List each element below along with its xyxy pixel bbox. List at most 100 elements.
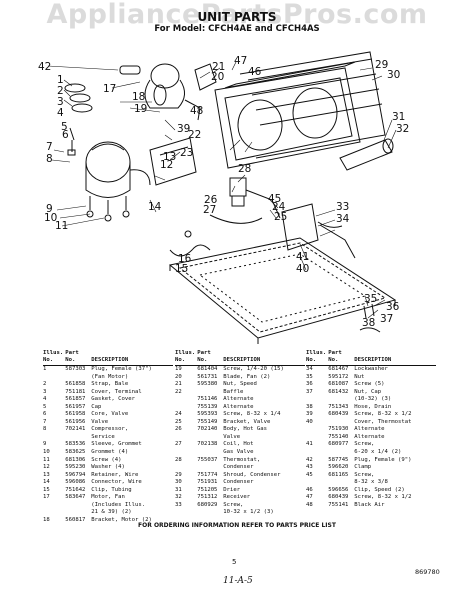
callout-45: 45	[268, 193, 281, 205]
part-number-cell	[197, 464, 223, 472]
table-row: Condenser	[175, 464, 305, 472]
part-number-cell	[197, 434, 223, 442]
callout-28: 28	[238, 163, 251, 175]
part-number-cell: 702140	[197, 426, 218, 433]
description-cell: Clip, Speed (2)	[354, 486, 405, 493]
part-number-cell: 680439	[328, 411, 349, 418]
part-number-cell: 755140	[328, 433, 349, 440]
description-cell: Clip, Tubing	[91, 486, 132, 493]
callout-30: 30	[387, 69, 400, 81]
description-cell: 6-20 x 1/4 (2)	[354, 449, 402, 456]
part-number-cell: 681404	[197, 366, 218, 372]
description-cell: (Fan Motor)	[91, 373, 129, 380]
part-number-cell: 751642	[65, 486, 86, 493]
table-row: Service	[43, 434, 173, 442]
illus-cell	[43, 509, 65, 517]
part-number-cell: 755139	[197, 403, 218, 410]
callout-38: 38	[362, 317, 375, 329]
part-number-cell	[328, 479, 354, 487]
description-cell: Lockwasher	[354, 366, 388, 372]
header-illus: Illus. No.	[175, 350, 198, 366]
illus-cell: 27	[175, 441, 182, 448]
part-number-cell: 596794	[65, 471, 86, 478]
description-cell: Plug, Female (9")	[354, 456, 412, 463]
illus-cell: 37	[306, 388, 313, 395]
header-part: Part No.	[328, 350, 355, 366]
callout-34: 34	[336, 213, 350, 225]
callout-27: 27	[203, 204, 216, 216]
part-number-cell: 681165	[328, 471, 349, 478]
description-cell: Gasket, Cover	[91, 396, 135, 403]
callout-46: 46	[248, 66, 262, 78]
description-cell: Screw (5)	[354, 381, 385, 388]
illus-cell	[306, 426, 328, 434]
condenser-coil	[239, 51, 386, 159]
callout-21: 21	[212, 61, 225, 73]
illus-cell: 48	[306, 501, 313, 508]
header-description: DESCRIPTION	[91, 350, 174, 366]
illus-cell: 39	[306, 411, 313, 418]
compressor	[85, 141, 151, 222]
description-cell: Screw,	[354, 471, 375, 478]
illus-cell	[175, 434, 197, 442]
drier-receiver	[339, 138, 394, 171]
description-cell: 8-32 x 3/8	[354, 479, 388, 486]
illus-cell	[175, 449, 197, 457]
header-illus: Illus. No.	[43, 350, 66, 366]
part-number-cell: 583536	[65, 441, 86, 448]
condenser-shroud	[214, 61, 361, 169]
description-cell: Screw (4)	[91, 456, 122, 463]
description-cell: Washer (4)	[91, 464, 125, 471]
part-number-cell: 751774	[197, 471, 218, 478]
description-cell: Alternate	[223, 396, 254, 403]
callout-36: 36	[386, 301, 400, 313]
watermark: AppliancePartsPros.com	[46, 0, 428, 30]
part-number-cell: 755149	[197, 418, 218, 425]
illus-cell: 42	[306, 456, 313, 463]
callout-12: 12	[160, 159, 173, 171]
illus-cell: 4	[43, 396, 47, 403]
callout-5: 5	[61, 121, 68, 133]
description-cell: Cap	[91, 403, 102, 410]
callout-14: 14	[148, 201, 162, 213]
description-cell: Shroud, Condenser	[223, 471, 281, 478]
description-cell: Strap, Bale	[91, 381, 129, 388]
illus-cell	[306, 449, 328, 457]
description-cell: Drier	[223, 486, 241, 493]
handwritten-note: 11-A-5	[223, 576, 253, 586]
callout-26: 26	[204, 194, 218, 206]
part-number-cell: 755141	[328, 501, 349, 508]
description-cell: Nut	[354, 373, 365, 380]
part-number-cell	[65, 509, 91, 517]
callout-2: 2	[57, 85, 64, 97]
page-number: 5	[232, 558, 237, 566]
part-number-cell: 751931	[197, 479, 218, 486]
illus-cell: 28	[175, 456, 182, 463]
table-row: Valve	[175, 434, 305, 442]
illus-cell: 15	[43, 486, 50, 493]
description-cell: Cover, Thermostat	[354, 418, 412, 425]
base-pan	[168, 237, 397, 344]
table-row: Gas Valve	[175, 449, 305, 457]
callout-8: 8	[46, 153, 53, 165]
